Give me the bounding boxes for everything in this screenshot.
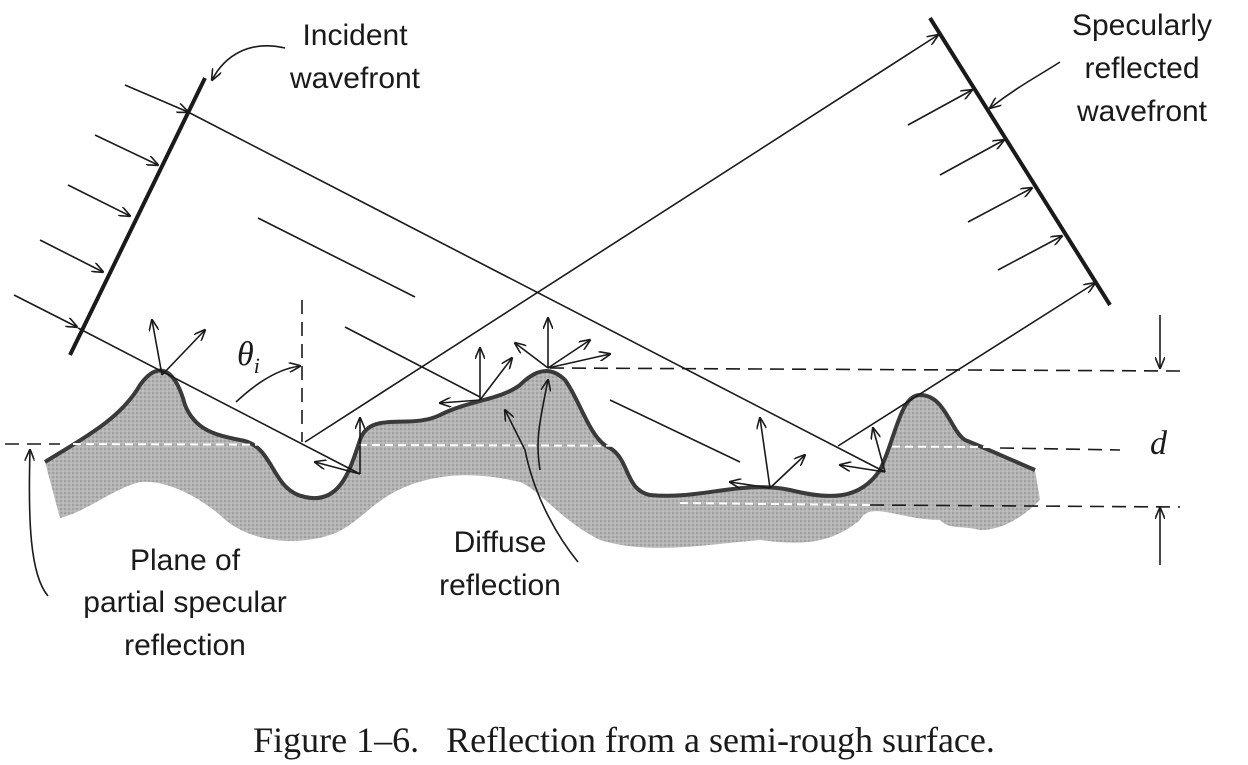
specular-label-line-3: wavefront — [1076, 95, 1208, 128]
incident-arrow-2 — [94, 134, 158, 165]
incident-arrow-4 — [39, 239, 103, 272]
specular-ray-bottom — [837, 283, 1095, 447]
specular-arrow-4 — [997, 236, 1062, 271]
specular-leader — [990, 61, 1061, 108]
incident-wavefront — [68, 77, 207, 356]
theta-arc — [235, 366, 300, 403]
bottom-roughness-line — [869, 504, 1181, 508]
plane-leader — [29, 450, 49, 597]
incident-arrow-1 — [124, 84, 188, 112]
specular-arrow-3 — [967, 188, 1032, 223]
specular-ray-top — [304, 35, 938, 443]
mean-plane-outer-right — [999, 447, 1121, 451]
specular-arrow-2 — [939, 140, 1004, 176]
diffuse-arrows — [152, 318, 886, 489]
mean-plane-white — [59, 443, 1001, 448]
specular-arrow-1 — [907, 90, 972, 126]
incident-label-line-2: wavefront — [289, 62, 421, 95]
specular-wavefront — [928, 16, 1112, 307]
rough-surface — [45, 370, 1040, 548]
d-label: d — [1150, 425, 1168, 462]
lower-white-line — [679, 502, 871, 506]
specular-label: Specularly reflected wavefront — [1072, 9, 1212, 128]
theta-label: θi — [237, 336, 260, 378]
diffuse-label-line-2: reflection — [439, 569, 561, 602]
incident-label-line-1: Incident — [302, 19, 408, 52]
diffuse-leader-2 — [537, 380, 548, 471]
incident-leader — [212, 45, 286, 80]
figure-caption: Figure 1–6. Reflection from a semi-rough… — [253, 720, 995, 760]
specular-label-line-1: Specularly — [1072, 9, 1212, 42]
diffuse-leader — [505, 410, 579, 563]
plane-label-line-1: Plane of — [130, 544, 241, 577]
diffuse-label: Diffuse reflection — [439, 526, 561, 602]
incident-ray-bottom — [77, 327, 361, 475]
top-roughness-line — [549, 367, 1181, 372]
plane-label: Plane of partial specular reflection — [83, 544, 286, 662]
surface-profile-line — [43, 368, 1036, 501]
plane-label-line-3: reflection — [124, 629, 246, 662]
incident-ray-mid-2 — [344, 326, 481, 398]
incident-ray-mid-3 — [609, 399, 741, 463]
specular-label-line-2: reflected — [1084, 52, 1199, 85]
incident-arrow-5 — [13, 294, 77, 327]
plane-label-line-2: partial specular — [83, 586, 286, 619]
incident-ray-mid-1 — [257, 217, 416, 298]
incident-ray-top — [187, 111, 886, 473]
incident-arrow-3 — [67, 184, 130, 216]
diffuse-label-line-1: Diffuse — [454, 526, 547, 559]
incident-label: Incident wavefront — [289, 19, 421, 95]
